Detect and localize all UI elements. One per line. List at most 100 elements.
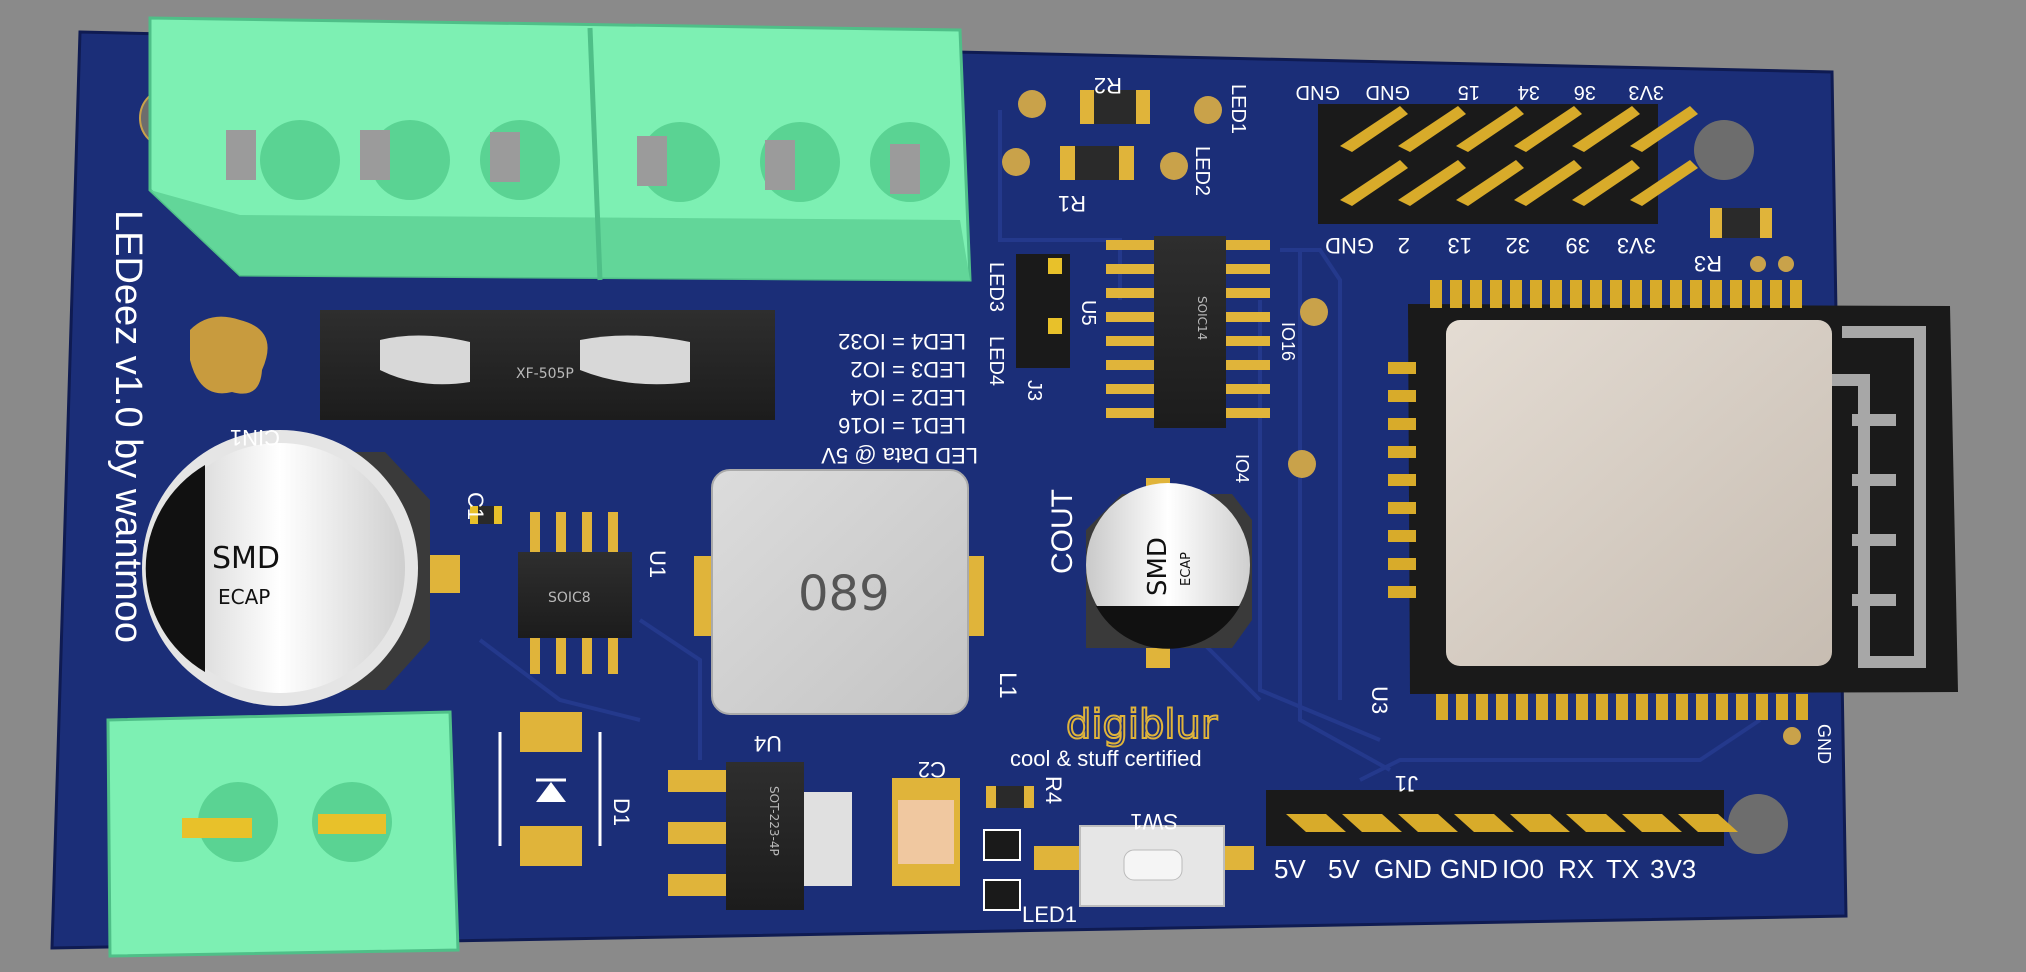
via-pad xyxy=(1194,96,1222,124)
via-pad xyxy=(1018,90,1046,118)
fuse-label: XF-505P xyxy=(516,366,574,382)
ref-j1: J1 xyxy=(1395,771,1418,796)
header-top-labels: GND GND 15 34 36 3V3 xyxy=(1296,81,1664,103)
switch-sw1 xyxy=(1034,825,1254,907)
resistor-r4 xyxy=(986,786,1034,808)
led-map-line: LED1 = IO16 xyxy=(838,413,966,438)
solder-blob xyxy=(190,316,268,394)
chip-label: SOIC8 xyxy=(548,590,591,606)
pin-label: 34 xyxy=(1518,81,1540,103)
pin-label: GND xyxy=(1366,81,1410,103)
fuse: XF-505P xyxy=(320,310,775,420)
pin-label: TX xyxy=(1606,854,1639,884)
capacitor-c2 xyxy=(892,778,960,886)
pin-label: 5V xyxy=(1328,854,1360,884)
digiblur-logo: digiblur cool & stuff certified xyxy=(1010,701,1219,771)
led-map-line: LED2 = IO4 xyxy=(850,385,966,410)
pin-label: GND xyxy=(1296,81,1340,103)
header-top xyxy=(1318,104,1698,224)
via-pad xyxy=(1783,727,1801,745)
pin-label: 32 xyxy=(1506,233,1530,258)
pin-label: 5V xyxy=(1274,854,1306,884)
pin-label: GND xyxy=(1374,854,1432,884)
board-title: LEDeez v1.0 by wantmoo xyxy=(107,210,149,643)
capacitor-cin1: SMD ECAP xyxy=(142,430,460,706)
resistor-r1 xyxy=(1060,146,1134,180)
pin-label: GND xyxy=(1325,233,1374,258)
via-pads xyxy=(1002,90,1328,478)
ref-l1: L1 xyxy=(994,672,1021,699)
mounting-hole xyxy=(1728,794,1788,854)
header-j3 xyxy=(1016,254,1070,368)
led-map-line: LED3 = IO2 xyxy=(850,357,966,382)
chip-u5: SOIC14 xyxy=(1106,236,1270,428)
mounting-hole xyxy=(1694,120,1754,180)
copper-traces xyxy=(478,110,1762,782)
ref-r3: R3 xyxy=(1694,251,1722,276)
ref-gnd: GND xyxy=(1814,724,1834,764)
logo-name: digiblur xyxy=(1066,702,1218,748)
header-bottom-labels: GND 2 13 32 39 3V3 xyxy=(1325,233,1656,258)
cap-label: ECAP xyxy=(1179,552,1194,586)
ref-u4: U4 xyxy=(754,731,782,756)
resistor-r3 xyxy=(1710,208,1794,272)
led-led1 xyxy=(983,829,1021,911)
via-pad xyxy=(1002,148,1030,176)
cap-label: SMD xyxy=(1143,537,1173,596)
terminal-block-top xyxy=(148,16,972,282)
chip-label: SOT-223-4P xyxy=(767,786,781,856)
logo-tagline: cool & stuff certified xyxy=(1010,746,1202,771)
ref-io4: IO4 xyxy=(1232,454,1252,483)
resistor-r2 xyxy=(1080,90,1150,124)
module-u3 xyxy=(1388,280,1958,720)
pin-label: 3V3 xyxy=(1628,81,1664,103)
pin-label: 39 xyxy=(1566,233,1590,258)
cap-label: ECAP xyxy=(218,585,270,609)
chip-label: SOIC14 xyxy=(1195,296,1209,340)
chip-u1: SOIC8 xyxy=(518,512,632,674)
pin-label: GND xyxy=(1440,854,1498,884)
ref-j3: J3 xyxy=(1023,380,1045,401)
inductor-l1: 089 xyxy=(694,469,984,715)
regulator-u4: SOT-223-4P xyxy=(668,762,852,910)
led-map: LED Data @ 5V LED1 = IO16 LED2 = IO4 LED… xyxy=(821,329,978,468)
pin-label: IO0 xyxy=(1502,854,1544,884)
ref-u3: U3 xyxy=(1367,686,1392,714)
ref-led3: LED3 xyxy=(985,262,1007,312)
ref-led4: LED4 xyxy=(985,336,1007,386)
ref-io16: IO16 xyxy=(1278,322,1298,361)
ref-sw1: SW1 xyxy=(1130,809,1178,834)
cap-label: SMD xyxy=(212,541,280,576)
via-pad xyxy=(1160,152,1188,180)
pin-label: 3V3 xyxy=(1617,233,1656,258)
via-pad xyxy=(1288,450,1316,478)
ref-u5: U5 xyxy=(1077,300,1099,326)
led-map-line: LED4 = IO32 xyxy=(838,329,966,354)
diode-d1 xyxy=(498,712,602,866)
ref-d1: D1 xyxy=(609,798,634,826)
via-pad xyxy=(1300,298,1328,326)
header-j1 xyxy=(1266,790,1738,846)
terminal-block-bottom xyxy=(106,710,460,958)
header-j1-labels: 5V 5V GND GND IO0 RX TX 3V3 xyxy=(1274,854,1696,884)
ref-led1: LED1 xyxy=(1227,84,1249,134)
ref-led1-bottom: LED1 xyxy=(1022,902,1077,927)
ref-u1: U1 xyxy=(645,550,670,578)
pin-label: 2 xyxy=(1398,233,1410,258)
capacitor-cout: SMD ECAP xyxy=(1086,478,1252,668)
ref-r2: R2 xyxy=(1094,73,1122,98)
pin-label: 3V3 xyxy=(1650,854,1696,884)
ref-cout: COUT xyxy=(1046,489,1079,574)
pin-label: RX xyxy=(1558,854,1594,884)
ref-r4: R4 xyxy=(1041,776,1066,804)
pin-label: 36 xyxy=(1574,81,1596,103)
pin-label: 13 xyxy=(1448,233,1472,258)
pin-label: 15 xyxy=(1458,81,1480,103)
ref-led2: LED2 xyxy=(1191,146,1213,196)
ref-c2: C2 xyxy=(918,757,946,782)
inductor-label: 089 xyxy=(798,566,890,622)
ref-c1: C1 xyxy=(463,492,488,520)
led-map-header: LED Data @ 5V xyxy=(821,443,978,468)
ref-r1: R1 xyxy=(1058,191,1086,216)
